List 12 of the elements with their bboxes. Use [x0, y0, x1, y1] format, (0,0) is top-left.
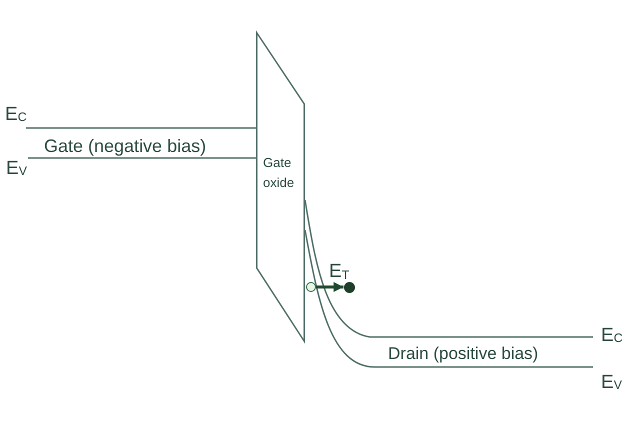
- valence-band-label: E$_{V}$: [6, 158, 27, 178]
- arrow: [316, 282, 344, 292]
- conduction-band-label: E$_{C}$: [601, 326, 623, 344]
- open-circle-marker: [306, 282, 316, 292]
- oxide-label: Gate oxide: [263, 154, 296, 192]
- trap-level-label: E$_{T}$: [329, 262, 350, 281]
- conduction-band-label: E$_{C}$: [5, 104, 27, 124]
- valence-band-label: E$_{V}$: [601, 372, 622, 392]
- gate-region-label: Gate (negative bias): [44, 136, 206, 155]
- solid-dot-marker: [344, 282, 354, 292]
- gate-oxide-barrier: [256, 32, 305, 342]
- drain-region-label: Drain (positive bias): [388, 345, 538, 362]
